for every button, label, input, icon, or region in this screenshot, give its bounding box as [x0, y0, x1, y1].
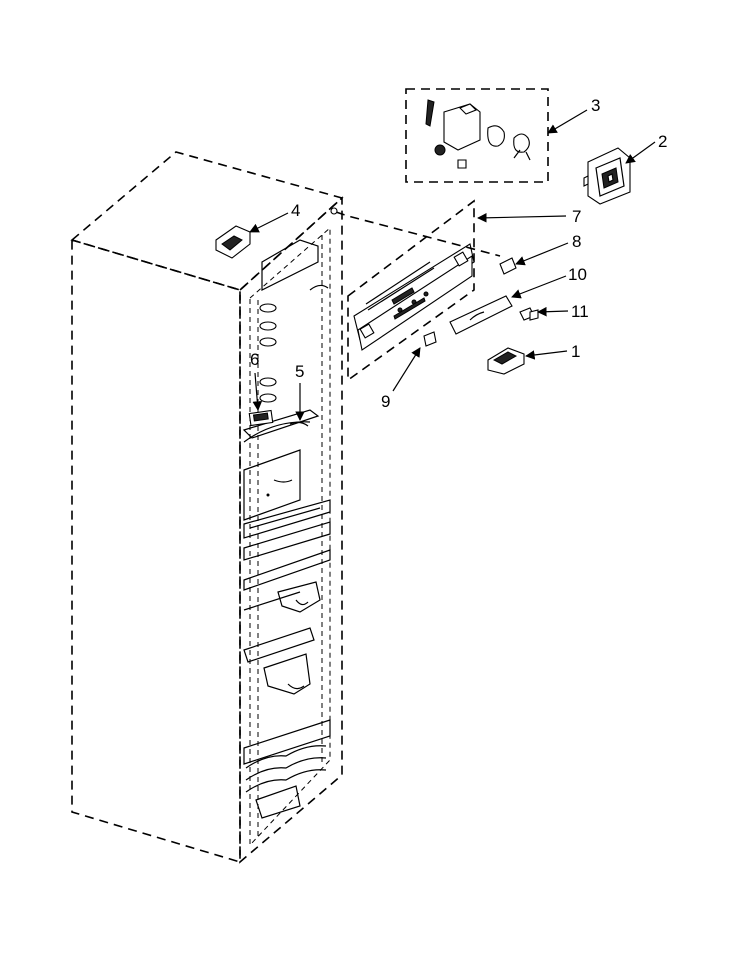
part-8-button [499, 257, 517, 275]
callout-1: 1 [571, 342, 580, 361]
part-3-kit [405, 88, 549, 183]
cabinet-outline [70, 151, 344, 864]
part-11-connector [519, 307, 539, 321]
part-4-bracket [215, 225, 251, 259]
cabinet-interior-details [242, 239, 331, 819]
callout-9: 9 [381, 392, 390, 411]
callout-2: 2 [658, 132, 667, 151]
callout-10: 10 [568, 265, 587, 284]
callout-5: 5 [295, 362, 304, 381]
part-10-overlay [449, 295, 513, 335]
callout-11: 11 [571, 302, 589, 321]
part-6-sensor [248, 409, 274, 427]
part-9-pad [423, 331, 437, 347]
callout-6: 6 [250, 350, 259, 369]
callout-labels: 1 2 3 4 5 6 7 8 9 10 11 [250, 96, 667, 411]
cabinet-liner [249, 226, 331, 847]
part-7-control-panel [347, 199, 475, 382]
leader-lines [249, 109, 656, 421]
part-5-wire [289, 421, 309, 427]
part-1-bracket [487, 347, 525, 375]
callout-8: 8 [572, 232, 581, 251]
callout-3: 3 [591, 96, 600, 115]
part-2-cover [583, 147, 631, 205]
callout-4: 4 [291, 201, 300, 220]
callout-7: 7 [572, 207, 581, 226]
